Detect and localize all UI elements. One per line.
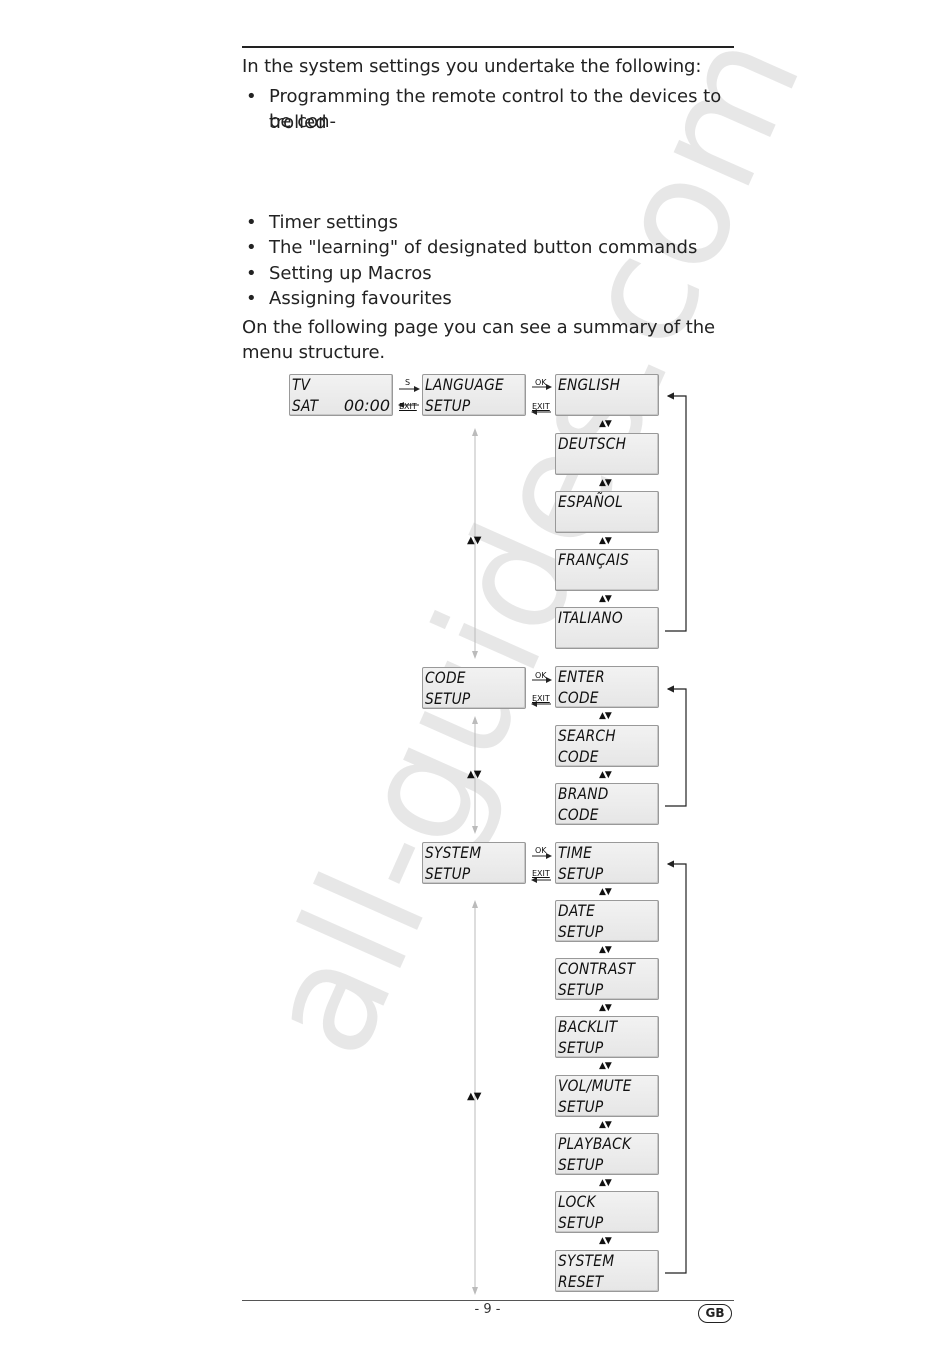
lcd-line-1: ENGLISH — [558, 375, 621, 394]
lcd-line-2: CODE — [558, 805, 599, 824]
bullet-dot: • — [246, 86, 257, 107]
lcd-line-2: SETUP — [558, 1213, 604, 1232]
bullet-text: The "learning" of designated button comm… — [269, 237, 698, 258]
updown-icon: ▲▼ — [599, 1003, 612, 1013]
updown-icon: ▲▼ — [599, 1120, 612, 1130]
lcd-line-1: LANGUAGE — [425, 375, 504, 394]
updown-icon: ▲▼ — [599, 1061, 612, 1071]
lcd-line-1: FRANÇAIS — [558, 550, 630, 569]
lcd-line-1: ESPAÑOL — [558, 492, 624, 511]
ok-label: OK — [535, 378, 547, 387]
exit-label: EXIT — [399, 402, 417, 411]
intro-text: In the system settings you undertake the… — [242, 56, 702, 77]
lcd-line-1: ENTER — [558, 667, 605, 686]
bullet-text-cont: trolled — [269, 112, 327, 133]
lcd-line-2: SETUP — [558, 980, 604, 999]
lcd-system-option: CONTRAST SETUP — [555, 958, 659, 1000]
bullet-text: Programming the remote control to the de… — [269, 86, 722, 132]
updown-icon: ▲▼ — [599, 536, 612, 546]
lcd-line-2: SETUP — [558, 1097, 604, 1116]
bullet-dot: • — [246, 288, 257, 309]
updown-icon: ▲▼ — [599, 887, 612, 897]
lcd-line-2: SETUP — [558, 1038, 604, 1057]
exit-label: EXIT — [532, 869, 550, 878]
lcd-line-2: SETUP — [558, 864, 604, 883]
lcd-line-1: LOCK — [558, 1192, 596, 1211]
lcd-language-option: FRANÇAIS — [555, 549, 659, 591]
lcd-language-setup: LANGUAGE SETUP — [422, 374, 526, 416]
lcd-language-option: ESPAÑOL — [555, 491, 659, 533]
updown-icon: ▲▼ — [599, 419, 612, 429]
lcd-line-1: DATE — [558, 901, 596, 920]
lcd-code-option: ENTER CODE — [555, 666, 659, 708]
lcd-line-2: SETUP — [425, 396, 471, 415]
lcd-clock: 00:00 — [343, 396, 390, 415]
lcd-line-1: CODE — [425, 668, 466, 687]
lcd-system-option: LOCK SETUP — [555, 1191, 659, 1233]
bullet-text: Setting up Macros — [269, 263, 432, 284]
lcd-line-2: RESET — [558, 1272, 604, 1291]
lcd-code-setup: CODE SETUP — [422, 667, 526, 709]
bullet-dot: • — [246, 237, 257, 258]
updown-icon: ▲▼ — [599, 711, 612, 721]
lcd-system-option: DATE SETUP — [555, 900, 659, 942]
updown-icon: ▲▼ — [599, 1236, 612, 1246]
lcd-line-1: TV — [292, 375, 311, 394]
ok-label: OK — [535, 671, 547, 680]
page-number: - 9 - — [474, 1302, 501, 1317]
updown-icon: ▲▼ — [599, 770, 612, 780]
top-rule — [242, 46, 734, 48]
bottom-rule — [242, 1300, 734, 1301]
lcd-line-2: CODE — [558, 688, 599, 707]
lcd-system-setup: SYSTEM SETUP — [422, 842, 526, 884]
lcd-line-2: CODE — [558, 747, 599, 766]
language-badge: GB — [698, 1304, 732, 1323]
lcd-line-1: VOL/MUTE — [558, 1076, 632, 1095]
lcd-system-option: VOL/MUTE SETUP — [555, 1075, 659, 1117]
bullet-text: Assigning favourites — [269, 288, 452, 309]
lcd-line-1: SYSTEM — [425, 843, 482, 862]
lcd-language-option: ENGLISH — [555, 374, 659, 416]
lcd-line-1: BACKLIT — [558, 1017, 618, 1036]
updown-icon: ▲▼ — [467, 535, 481, 546]
bullet-dot: • — [246, 263, 257, 284]
bullet-text: Timer settings — [269, 212, 398, 233]
lcd-code-option: SEARCH CODE — [555, 725, 659, 767]
lcd-line-2: SETUP — [425, 864, 471, 883]
lcd-line-1: ITALIANO — [558, 608, 623, 627]
lcd-line-1: TIME — [558, 843, 593, 862]
bullet-dot: • — [246, 212, 257, 233]
lcd-line-2: SETUP — [425, 689, 471, 708]
updown-icon: ▲▼ — [599, 1178, 612, 1188]
lcd-code-option: BRAND CODE — [555, 783, 659, 825]
lcd-line-2: SAT — [292, 396, 319, 415]
ok-label: OK — [535, 846, 547, 855]
lcd-line-1: CONTRAST — [558, 959, 636, 978]
lcd-system-option: TIME SETUP — [555, 842, 659, 884]
lcd-line-1: PLAYBACK — [558, 1134, 632, 1153]
lcd-line-1: SYSTEM — [558, 1251, 615, 1270]
lcd-line-1: DEUTSCH — [558, 434, 627, 453]
updown-icon: ▲▼ — [599, 945, 612, 955]
lcd-system-option: BACKLIT SETUP — [555, 1016, 659, 1058]
lcd-language-option: DEUTSCH — [555, 433, 659, 475]
updown-icon: ▲▼ — [467, 769, 481, 780]
lcd-line-2: SETUP — [558, 1155, 604, 1174]
lcd-line-1: SEARCH — [558, 726, 616, 745]
updown-icon: ▲▼ — [599, 594, 612, 604]
summary-text: On the following page you can see a summ… — [242, 317, 716, 363]
lcd-line-1: BRAND — [558, 784, 609, 803]
s-label: S — [405, 378, 411, 387]
updown-icon: ▲▼ — [467, 1091, 481, 1102]
lcd-system-option: PLAYBACK SETUP — [555, 1133, 659, 1175]
updown-icon: ▲▼ — [599, 478, 612, 488]
lcd-system-option: SYSTEM RESET — [555, 1250, 659, 1292]
lcd-line-2: SETUP — [558, 922, 604, 941]
exit-label: EXIT — [532, 694, 550, 703]
lcd-start-screen: TV SAT 00:00 — [289, 374, 393, 416]
lcd-language-option: ITALIANO — [555, 607, 659, 649]
exit-label: EXIT — [532, 402, 550, 411]
